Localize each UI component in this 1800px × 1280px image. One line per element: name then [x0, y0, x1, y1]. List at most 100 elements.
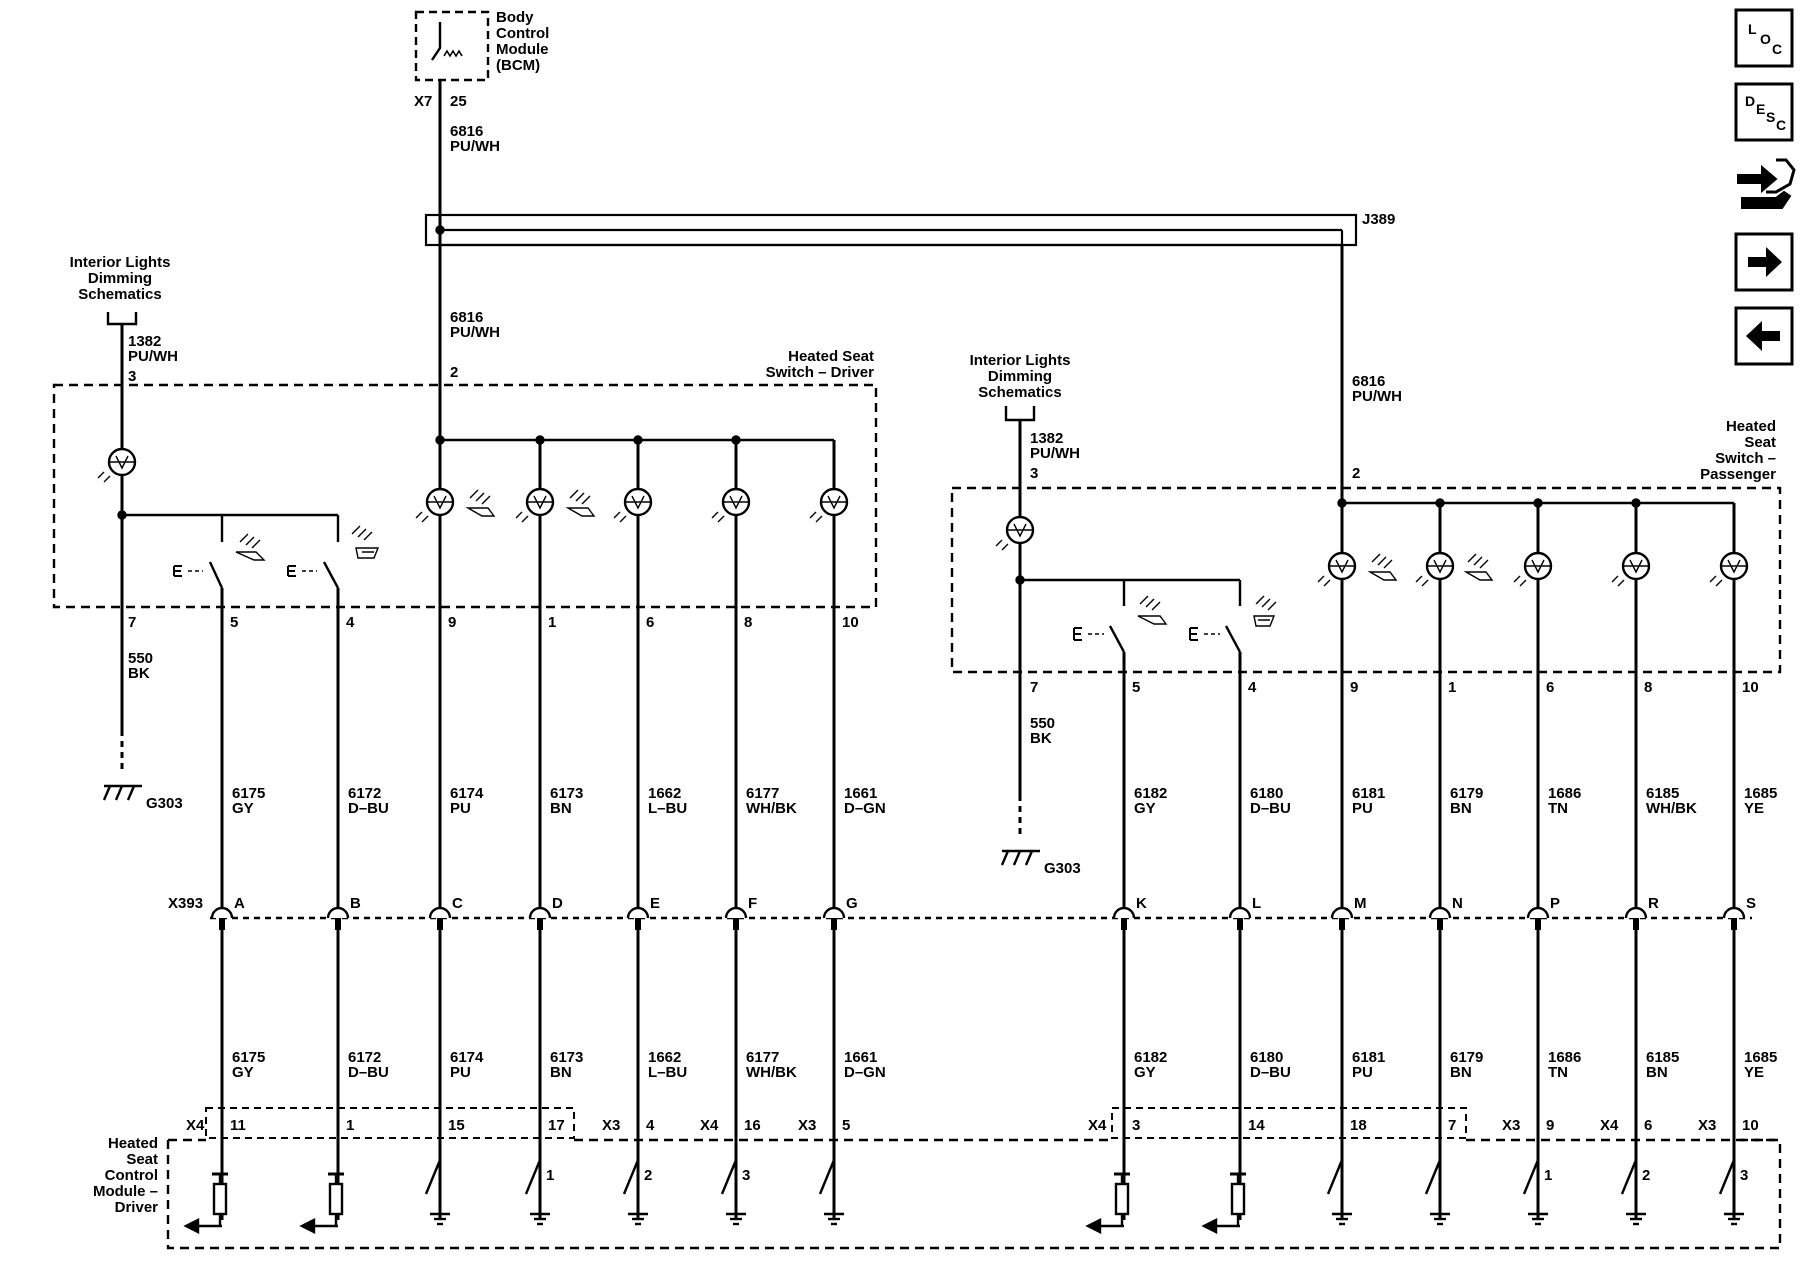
passenger-wire-circuit: 1686	[1548, 785, 1581, 802]
passenger-wire-color: PU	[1352, 800, 1373, 817]
passenger-switch-pin: 5	[1132, 679, 1140, 696]
module-pin-label: 17	[548, 1117, 565, 1134]
passenger-ground-switch-icon-4-blade	[1620, 1159, 1638, 1195]
driver-ground-switch-icon-5	[818, 1159, 844, 1226]
arrow-right-icon	[1748, 247, 1782, 277]
passenger-heater-1-icon-resistor	[1114, 1182, 1130, 1216]
passenger-switch-pin: 8	[1644, 679, 1652, 696]
passenger-wire-color-lower: PU	[1352, 1064, 1373, 1081]
passenger-ground-circuit: 550	[1030, 715, 1055, 732]
driver-ground-switch-icon-1-blade	[424, 1159, 442, 1195]
driver-ground-switch-icon-5-blade	[818, 1159, 836, 1195]
passenger-wire-color-lower: BN	[1646, 1064, 1668, 1081]
passenger-wire-color: GY	[1134, 800, 1156, 817]
x393-pin-R	[1624, 906, 1648, 919]
bcm-pin: 25	[450, 93, 467, 110]
driver-wire-color-lower: BN	[550, 1064, 572, 1081]
passenger-indicator-lamp-icon-5-diode	[1727, 559, 1741, 574]
driver-ground-switch-icon-4-blade	[720, 1159, 738, 1195]
driver-dimming-color: PU/WH	[128, 348, 178, 365]
previous-page-button[interactable]	[1734, 306, 1794, 366]
x393-pin-G	[822, 906, 846, 919]
driver-heater-1-icon-resistor	[212, 1182, 228, 1216]
passenger-dimming-lamp-icon	[995, 515, 1035, 551]
passenger-wire-circuit-lower: 1685	[1744, 1049, 1777, 1066]
x393-pin-label: K	[1136, 895, 1147, 912]
location-view-button[interactable]: L O C	[1734, 8, 1794, 68]
passenger-seat-heat-low-icon	[1367, 553, 1398, 581]
svg-text:O: O	[1760, 31, 1771, 47]
passenger-ground-color: BK	[1030, 730, 1052, 747]
driver-power-pin: 2	[450, 364, 458, 381]
driver-switch-title-2: Switch – Driver	[766, 364, 875, 381]
driver-indicator-lamp-icon-1	[415, 487, 455, 523]
module-label-1: Heated	[108, 1135, 158, 1152]
passenger-heater-2-icon	[1230, 1172, 1246, 1226]
driver-wire-circuit: 1661	[844, 785, 877, 802]
driver-wire-color-lower: D–GN	[844, 1064, 886, 1081]
driver-indicator-lamp-icon-3-diode	[631, 495, 645, 510]
driver-wire-color: WH/BK	[746, 800, 797, 817]
passenger-indicator-lamp-icon-1-rays	[1317, 575, 1331, 587]
bcm-label-3: Module	[496, 41, 549, 58]
passenger-switch-pin: 10	[1742, 679, 1759, 696]
driver-indicator-lamp-icon-4-rays	[711, 511, 725, 523]
passenger-dimming-circuit: 1382	[1030, 430, 1063, 447]
svg-text:L: L	[1748, 21, 1757, 37]
driver-switch-2-icon	[287, 525, 380, 1220]
x393-pin-label: P	[1550, 895, 1560, 912]
driver-switch-pin: 5	[230, 614, 238, 631]
driver-seat-heat-low-icon	[465, 489, 496, 517]
passenger-ground-switch-icon-2-blade	[1424, 1159, 1442, 1195]
passenger-indicator-lamp-icon-3	[1513, 551, 1553, 587]
bcm-label-1: Body	[496, 9, 534, 26]
driver-wire-circuit: 6174	[450, 785, 484, 802]
x393-pin-L	[1228, 906, 1252, 919]
passenger-wire-color-lower: GY	[1134, 1064, 1156, 1081]
x393-pin-F	[724, 906, 748, 919]
driver-switch-number: 3	[742, 1167, 750, 1184]
driver-wire-circuit: 6173	[550, 785, 583, 802]
driver-switch-pin: 9	[448, 614, 456, 631]
splice-left-color: PU/WH	[450, 324, 500, 341]
x393-pin-A	[210, 906, 234, 919]
module-pin-label: 9	[1546, 1117, 1554, 1134]
driver-wire-circuit-lower: 6177	[746, 1049, 779, 1066]
passenger-wire-color-lower: YE	[1744, 1064, 1764, 1081]
passenger-switch-1-icon	[1073, 595, 1168, 1220]
connector-repair-icon[interactable]	[1737, 158, 1796, 209]
passenger-dimming-pin: 3	[1030, 465, 1038, 482]
driver-indicator-lamp-icon-4	[711, 487, 751, 523]
next-page-button[interactable]	[1734, 232, 1794, 292]
driver-wire-color-lower: PU	[450, 1064, 471, 1081]
passenger-indicator-lamp-icon-1-diode	[1335, 559, 1349, 574]
description-view-button[interactable]: D E S C	[1734, 82, 1794, 142]
driver-dimming-circuit: 1382	[128, 333, 161, 350]
x393-pin-label: N	[1452, 895, 1463, 912]
svg-text:S: S	[1766, 109, 1775, 125]
driver-seat-heat-high-icon	[565, 489, 596, 517]
bcm-wire-circuit: 6816	[450, 123, 483, 140]
driver-heater-1-arrow-icon	[183, 1218, 200, 1234]
module-pin-label: 11	[230, 1117, 246, 1134]
passenger-heater-2-icon-resistor	[1230, 1182, 1246, 1216]
passenger-wire-circuit: 1685	[1744, 785, 1777, 802]
x393-pin-N	[1428, 906, 1452, 919]
driver-indicator-lamp-icon-5-diode	[827, 495, 841, 510]
passenger-wire-color: YE	[1744, 800, 1764, 817]
passenger-wire-color-lower: BN	[1450, 1064, 1472, 1081]
svg-text:C: C	[1772, 41, 1782, 57]
passenger-dimming-label-1: Interior Lights	[970, 352, 1071, 369]
passenger-wire-circuit: 6182	[1134, 785, 1167, 802]
driver-wire-color-lower: D–BU	[348, 1064, 389, 1081]
driver-indicator-lamp-icon-3	[613, 487, 653, 523]
driver-ground-color: BK	[128, 665, 150, 682]
passenger-dimming-bracket	[1004, 406, 1036, 422]
x393-pin-label: C	[452, 895, 463, 912]
passenger-heater-1-arrow-icon	[1085, 1218, 1102, 1234]
passenger-heater-2-arrow-icon	[1201, 1218, 1218, 1234]
passenger-ground-switch-icon-3	[1522, 1159, 1548, 1226]
driver-wire-circuit-lower: 6174	[450, 1049, 484, 1066]
x393-pin-M	[1330, 906, 1354, 919]
